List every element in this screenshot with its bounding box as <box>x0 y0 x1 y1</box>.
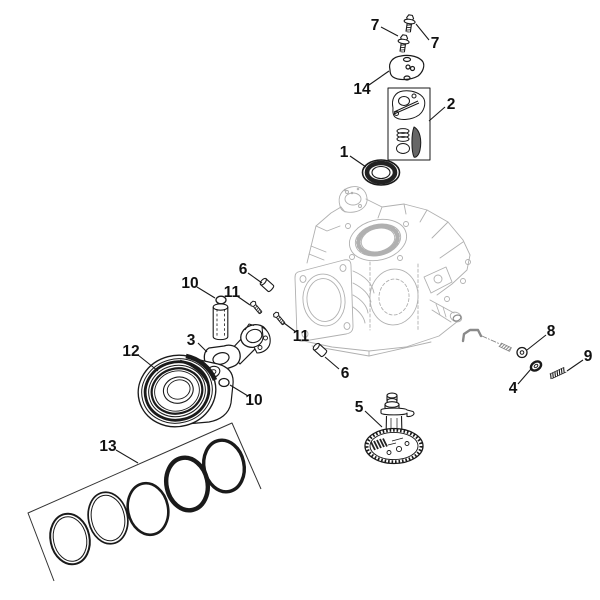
part-rod-bolt-upper <box>250 300 263 315</box>
part-breather-cover-plate <box>388 54 425 81</box>
part-washer-4 <box>529 360 543 372</box>
callout-1: 1 <box>340 144 349 161</box>
part-pin-9 <box>549 366 567 380</box>
part-breather-kit-box <box>387 87 431 161</box>
callout-7-left: 7 <box>371 17 380 34</box>
callout-9: 9 <box>584 348 593 365</box>
part-piston-ring-set <box>27 422 262 582</box>
part-breather-bolt-upper <box>403 14 416 33</box>
callout-12: 12 <box>122 343 139 360</box>
callout-leader-lines <box>115 23 584 464</box>
part-washer-8 <box>516 346 528 359</box>
callout-3: 3 <box>187 332 196 349</box>
callout-11-upper: 11 <box>224 284 241 301</box>
callout-6-lower: 6 <box>341 365 350 382</box>
callout-14: 14 <box>353 81 371 98</box>
part-breather-bolt-lower <box>397 34 410 53</box>
callout-2: 2 <box>447 96 456 113</box>
callout-7-right: 7 <box>431 35 440 52</box>
part-crankcase-ghost <box>294 186 471 357</box>
part-oil-seal <box>361 159 401 186</box>
part-piston <box>137 353 234 428</box>
callout-10-upper: 10 <box>181 275 198 292</box>
part-retaining-ring-lower <box>218 377 230 388</box>
callout-4: 4 <box>509 380 518 397</box>
part-governor-shaft <box>452 314 512 352</box>
part-bushing-upper <box>259 277 275 293</box>
callout-13: 13 <box>99 438 117 455</box>
part-piston-pin <box>212 303 229 341</box>
callout-6-upper: 6 <box>239 261 248 278</box>
callout-10-lower: 10 <box>245 392 262 409</box>
callout-11-lower: 11 <box>293 328 310 345</box>
part-camshaft <box>364 392 424 465</box>
callout-5: 5 <box>355 399 364 416</box>
callout-8: 8 <box>547 323 556 340</box>
callout-labels: 7 7 14 2 1 6 10 11 11 3 12 10 6 13 5 8 4… <box>99 17 592 455</box>
part-bushing-lower <box>312 342 328 358</box>
